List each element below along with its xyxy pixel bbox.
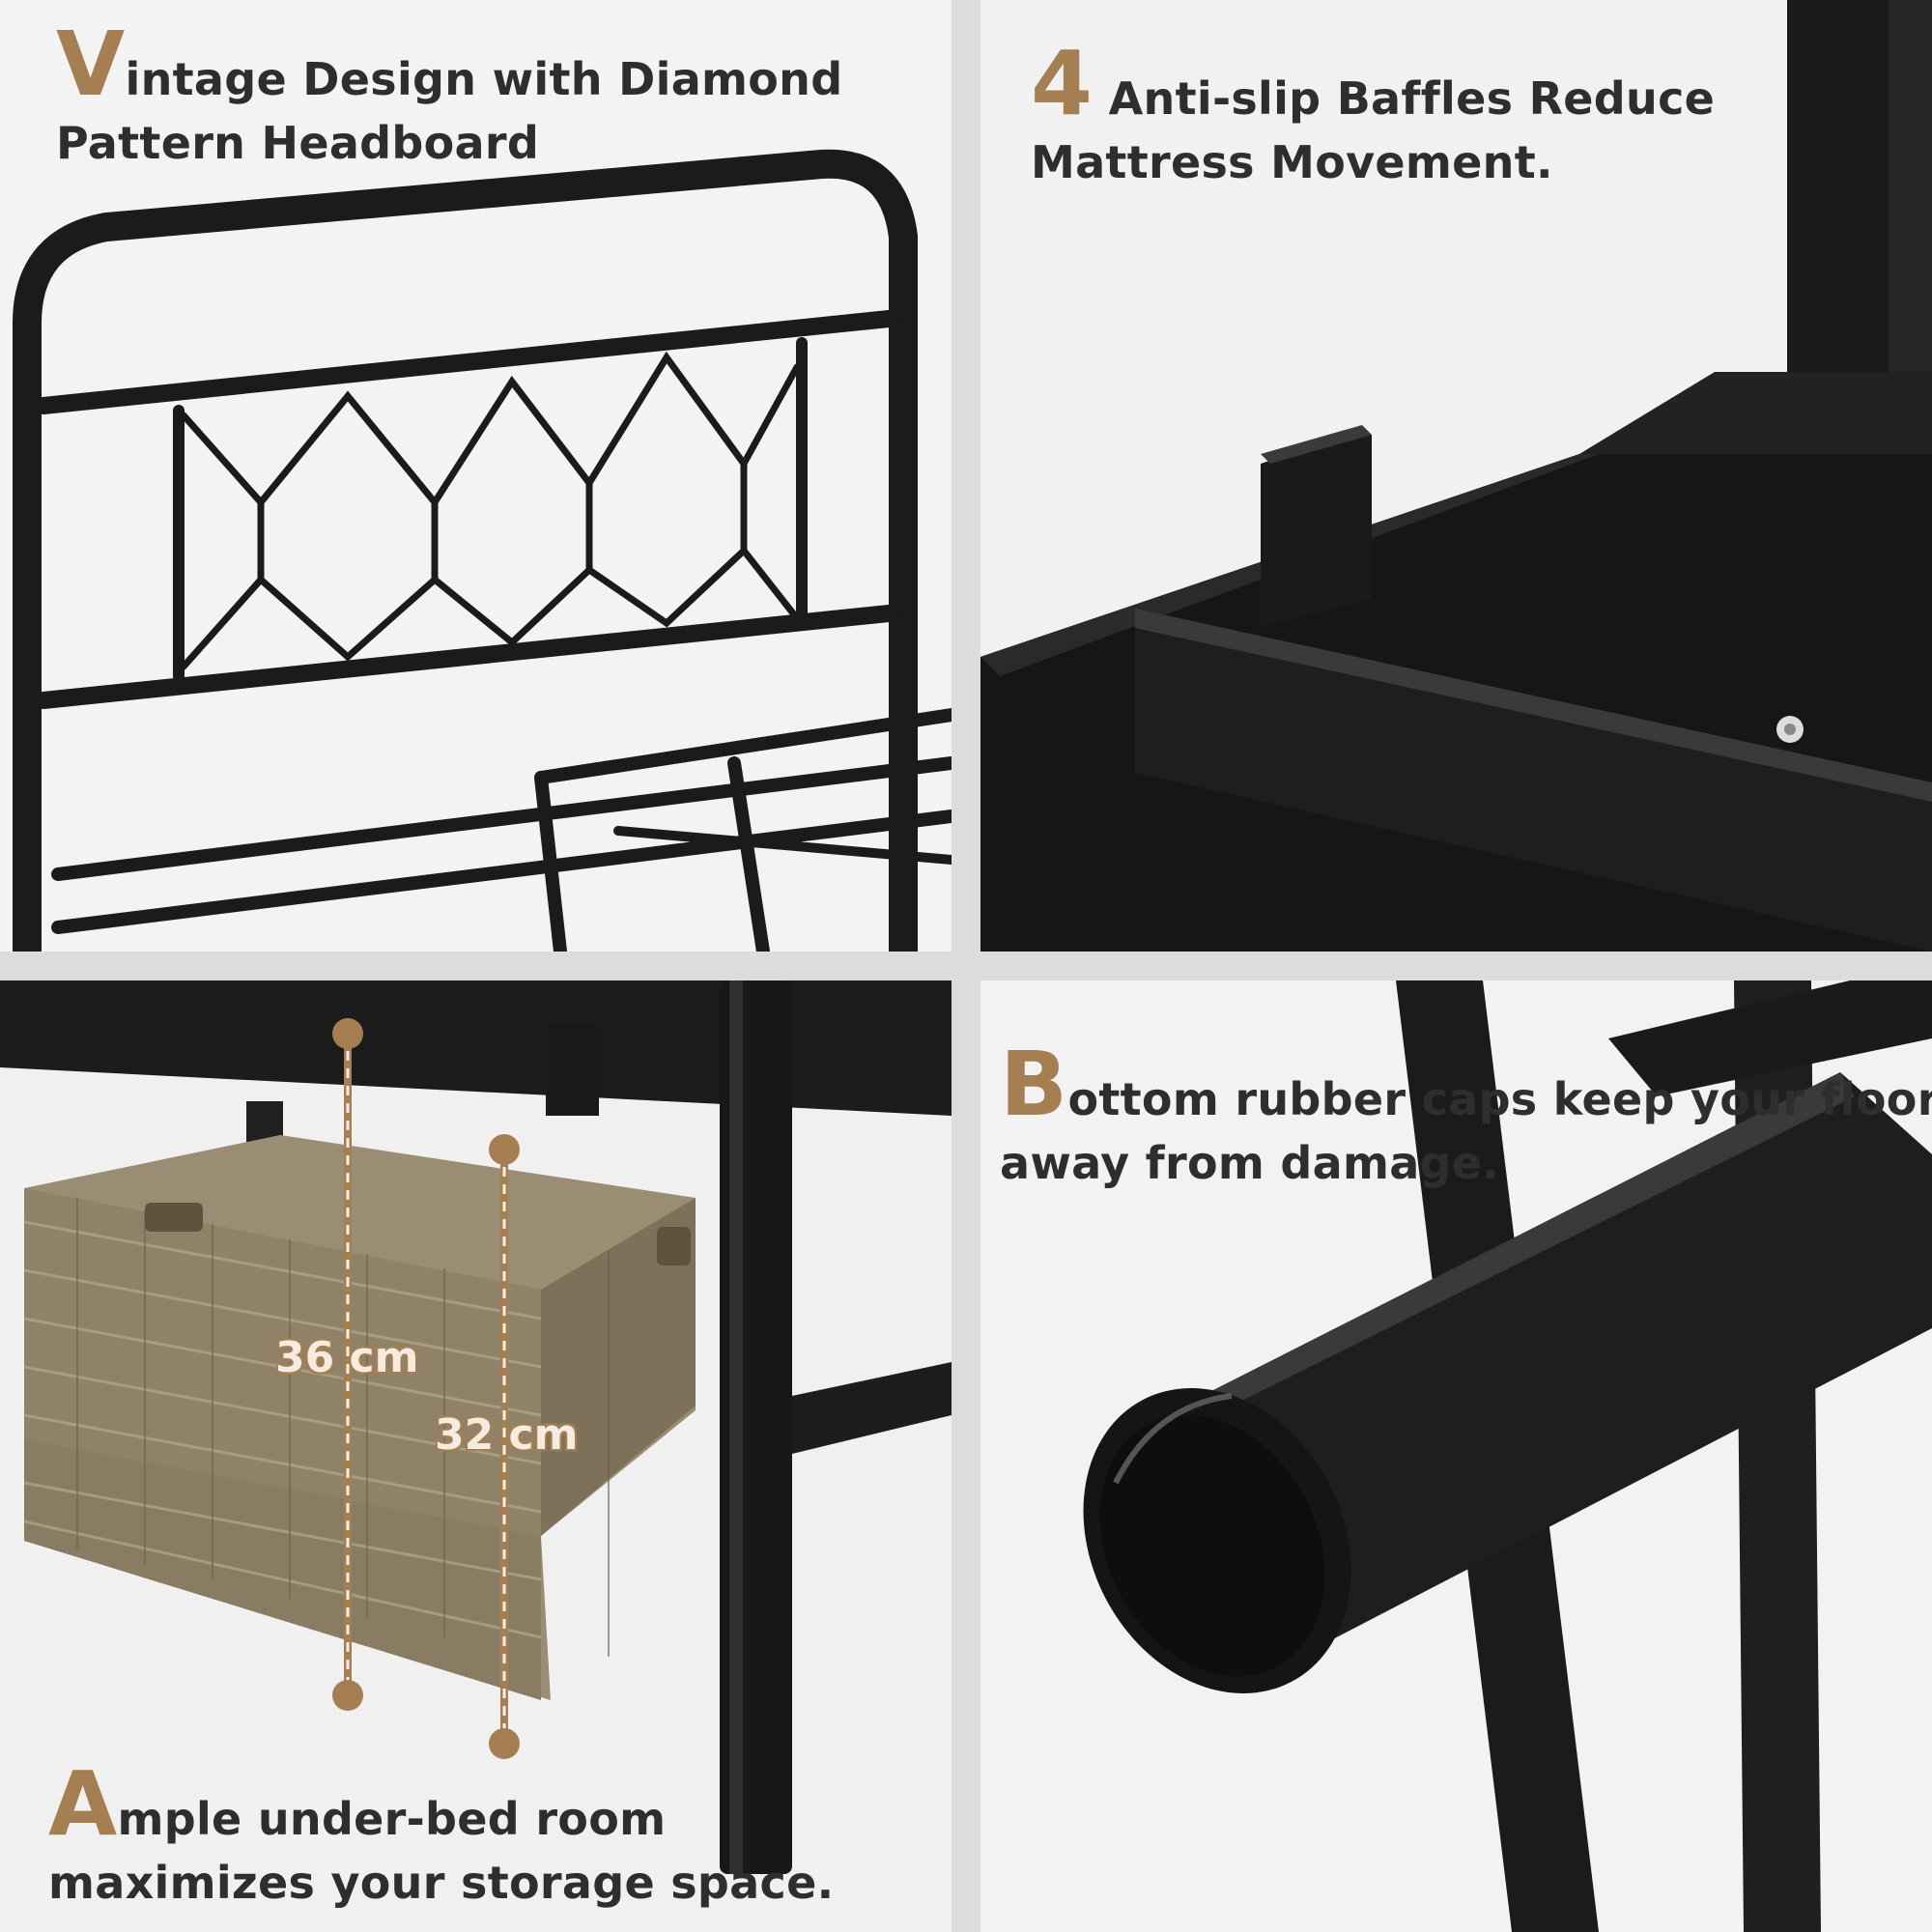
baffles-caption-line1: 4 Anti-slip Baffles Reduce: [1031, 40, 1716, 130]
panel-baffles: 4 Anti-slip Baffles Reduce Mattress Move…: [980, 0, 1932, 952]
baffles-initial: 4: [1031, 32, 1094, 135]
panel-storage: 36 cm 32 cm Ample under-bed room maximiz…: [0, 980, 952, 1932]
panel-caps: Bottom rubber caps keep your floor away …: [980, 980, 1932, 1932]
storage-line1-text: mple under-bed room: [117, 1793, 667, 1845]
wicker-basket: [23, 1135, 696, 1700]
caps-line1-text: ottom rubber caps keep your floor: [1067, 1073, 1932, 1125]
baffles-caption: 4 Anti-slip Baffles Reduce Mattress Move…: [1031, 40, 1716, 194]
dimension-markers: [332, 1018, 520, 1759]
headboard-initial: V: [56, 13, 126, 116]
dimension-label-short: 32 cm: [435, 1410, 579, 1460]
headboard-caption: Vintage Design with Diamond Pattern Head…: [56, 20, 843, 175]
caps-caption: Bottom rubber caps keep your floor away …: [1000, 1040, 1932, 1195]
panel-headboard: Vintage Design with Diamond Pattern Head…: [0, 0, 952, 952]
rubber-cap-illustration: [1083, 980, 1932, 1932]
storage-illustration: [0, 980, 952, 1874]
caps-caption-line1: Bottom rubber caps keep your floor: [1000, 1040, 1932, 1131]
caps-initial: B: [1000, 1033, 1068, 1136]
headboard-caption-line1: Vintage Design with Diamond: [56, 20, 843, 111]
storage-caption-line1: Ample under-bed room: [48, 1760, 834, 1851]
storage-caption: Ample under-bed room maximizes your stor…: [48, 1760, 835, 1915]
baffles-caption-line2: Mattress Movement.: [1031, 136, 1553, 188]
storage-caption-line2: maximizes your storage space.: [48, 1857, 835, 1909]
headboard-illustration: [13, 149, 952, 952]
storage-initial: A: [48, 1752, 118, 1856]
dimension-label-tall: 36 cm: [275, 1333, 419, 1382]
headboard-line1-text: intage Design with Diamond: [125, 53, 843, 105]
caps-caption-line2: away from damage.: [1000, 1137, 1500, 1189]
headboard-caption-line2: Pattern Headboard: [56, 117, 540, 169]
baffles-line1-text: Anti-slip Baffles Reduce: [1093, 72, 1716, 125]
baffles-illustration: [980, 0, 1932, 952]
